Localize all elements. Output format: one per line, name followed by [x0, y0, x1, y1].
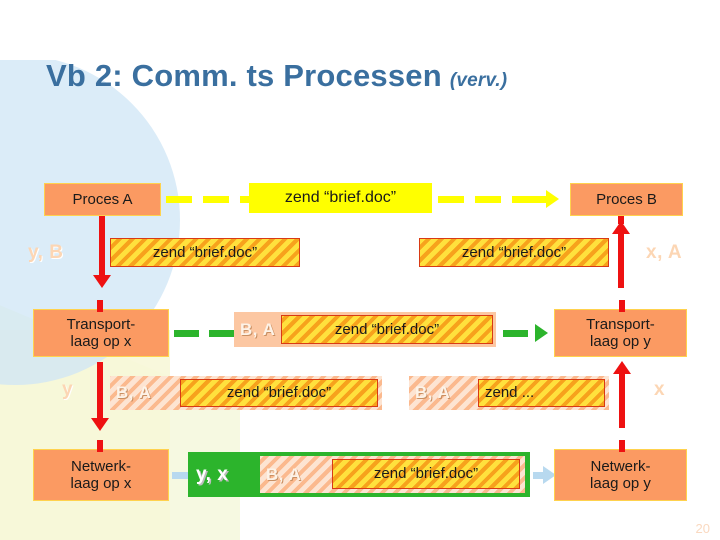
- node-netwerk-y[interactable]: Netwerk- laag op y: [554, 449, 687, 501]
- row5-pdu-outer-header: y, x: [196, 463, 229, 485]
- row1-arrow-dash-2: [203, 196, 229, 203]
- row1-arrowhead-icon: [546, 190, 559, 208]
- connector-stub-netwerk-x: [97, 440, 103, 452]
- row5-pdu-payload: zend “brief.doc”: [332, 459, 520, 489]
- row2-pdu-left: zend “brief.doc”: [110, 238, 300, 267]
- row3-pdu-payload: zend “brief.doc”: [281, 315, 493, 344]
- background-top-band: [0, 0, 720, 60]
- row4-arrow-down-head-icon: [91, 418, 109, 431]
- row2-pdu-right: zend “brief.doc”: [419, 238, 609, 267]
- row4-pdu-right-payload: zend ...: [478, 379, 605, 407]
- row4-ghost-label-left: y: [62, 379, 74, 400]
- node-netwerk-x[interactable]: Netwerk- laag op x: [33, 449, 169, 501]
- row4-pdu-left-payload: zend “brief.doc”: [180, 379, 378, 407]
- row1-arrow-dash-3: [240, 196, 253, 203]
- row5-pdu-inner-header: B, A: [266, 464, 302, 484]
- row1-arrow-dash-4: [438, 196, 464, 203]
- row4-arrow-down-line: [97, 362, 103, 420]
- row4-arrow-up-head-icon: [613, 361, 631, 374]
- page-title-main: Vb 2: Comm. ts Processen: [46, 58, 442, 93]
- page-number: 20: [695, 521, 710, 536]
- row1-arrow-dash-5: [475, 196, 501, 203]
- row2-ghost-label-right: x, A: [646, 242, 683, 263]
- row1-arrow-dash-1: [166, 196, 192, 203]
- connector-stub-proces-b: [618, 216, 624, 224]
- row3-arrow-dash-2: [209, 330, 234, 337]
- row2-ghost-label-left: y, B: [28, 242, 64, 263]
- row3-arrow-dash-3: [503, 330, 528, 337]
- row3-pdu-header: B, A: [240, 319, 276, 339]
- row4-arrow-up-line: [619, 370, 625, 428]
- row3-arrowhead-icon: [535, 324, 548, 342]
- row2-arrow-down-line: [99, 222, 105, 277]
- node-transport-x[interactable]: Transport- laag op x: [33, 309, 169, 357]
- connector-stub-netwerk-y: [619, 440, 625, 452]
- row4-pdu-right-header: B, A: [415, 383, 451, 403]
- row2-arrow-up-line: [618, 230, 624, 288]
- row1-arrow-dash-6: [512, 196, 546, 203]
- node-transport-y[interactable]: Transport- laag op y: [554, 309, 687, 357]
- page-title: Vb 2: Comm. ts Processen (verv.): [46, 58, 507, 94]
- node-proces-b[interactable]: Proces B: [570, 183, 683, 216]
- row4-ghost-label-right: x: [654, 379, 666, 400]
- row2-arrow-up-head-icon: [612, 221, 630, 234]
- node-proces-a[interactable]: Proces A: [44, 183, 161, 216]
- connector-stub-transport-x: [97, 300, 103, 312]
- connector-stub-transport-y: [619, 300, 625, 312]
- row5-arrowhead-icon: [543, 466, 556, 484]
- row5-arrow-left-dash: [172, 472, 190, 479]
- row1-message-label: zend “brief.doc”: [249, 183, 432, 213]
- row3-arrow-dash-1: [174, 330, 199, 337]
- row2-arrow-down-head-icon: [93, 275, 111, 288]
- row4-pdu-left-header: B, A: [116, 383, 152, 403]
- row5-arrow-right-dash: [533, 472, 543, 479]
- page-title-suffix: (verv.): [449, 70, 508, 91]
- connector-stub-proces-a: [99, 216, 105, 226]
